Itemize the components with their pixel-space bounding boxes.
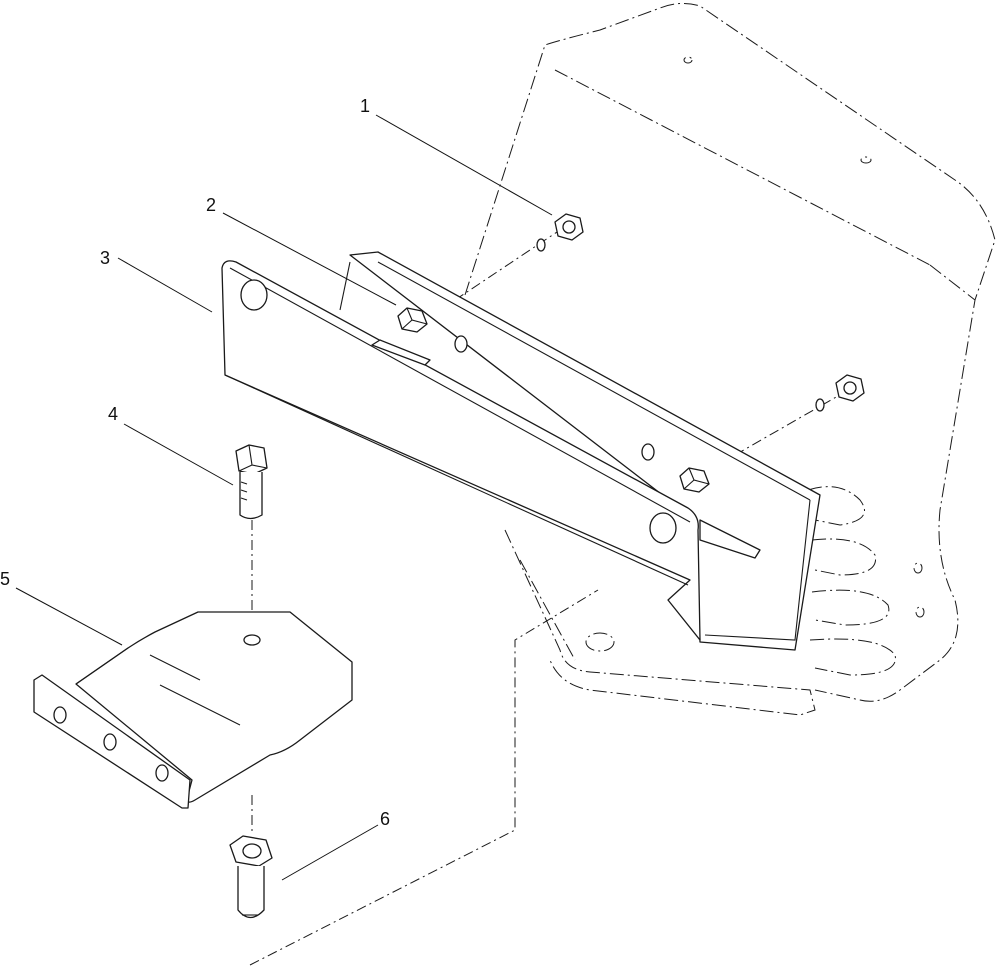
nut-centerline-right bbox=[734, 391, 846, 456]
callout-3: 3 bbox=[100, 248, 110, 268]
channel-bracket bbox=[221, 251, 821, 651]
hex-bolt-head-lower bbox=[679, 467, 710, 493]
callout-2: 2 bbox=[206, 195, 216, 215]
hex-nut-right bbox=[815, 374, 865, 412]
callout-4: 4 bbox=[108, 404, 118, 424]
hex-bolt-head-upper bbox=[397, 307, 428, 333]
housing-phantom-outline bbox=[464, 2, 996, 716]
hex-bolt-upper bbox=[235, 444, 268, 520]
callout-5: 5 bbox=[0, 569, 10, 589]
callout-6: 6 bbox=[380, 809, 390, 829]
hex-nut-upper bbox=[536, 213, 584, 252]
bolt-centerline-lower bbox=[249, 589, 599, 966]
callout-leaders bbox=[15, 114, 553, 881]
hex-bolt-lower bbox=[229, 835, 273, 919]
callout-1: 1 bbox=[360, 96, 370, 116]
mounting-plate bbox=[33, 611, 353, 809]
